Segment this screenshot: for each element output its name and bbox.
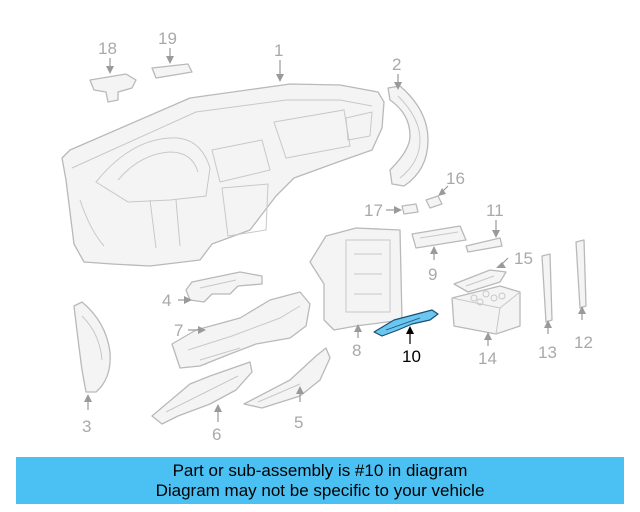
callout-7: 7 [174,321,183,340]
part-14-storage-box [451,285,521,335]
arrowhead-2 [394,82,402,90]
callout-3: 3 [82,417,91,436]
callout-2: 2 [392,55,401,74]
parts-diagram: 1 2 3 4 7 6 5 [61,29,593,444]
arrowhead-9 [430,246,438,254]
part-7-lower-panel [171,291,311,369]
callout-6: 6 [212,425,221,444]
callout-11: 11 [486,201,504,220]
banner-line-2: Diagram may not be specific to your vehi… [155,481,485,500]
callout-12: 12 [574,333,593,352]
callout-18: 18 [98,39,117,58]
arrowhead-10 [406,326,414,334]
part-12-pillar-trim [575,239,587,309]
part-3-end-cover-left [73,301,111,393]
part-13-pillar-trim [541,253,553,323]
callout-9: 9 [428,265,437,284]
callout-13: 13 [538,343,557,362]
arrowhead-17 [394,206,402,214]
part-10-highlighted[interactable] [373,309,439,337]
part-11-strip [465,237,503,253]
part-5-trim [243,347,331,409]
part-8-center-frame [309,227,403,331]
arrowhead-3 [84,394,92,402]
part-9-panel [411,225,467,249]
callout-8: 8 [352,341,361,360]
callout-5: 5 [294,413,303,432]
callout-14: 14 [478,349,497,368]
callout-4: 4 [162,291,171,310]
part-19-pad [151,63,193,79]
callout-1: 1 [274,41,283,60]
part-1-instrument-panel [61,83,385,267]
arrowhead-14 [484,332,492,340]
arrowhead-11 [492,230,500,238]
arrowhead-6 [214,404,222,412]
arrowhead-8 [354,324,362,332]
part-2-end-cover [387,85,429,187]
arrowhead-13 [544,320,552,328]
callout-19: 19 [158,29,177,48]
banner-line-1: Part or sub-assembly is #10 in diagram [172,461,468,480]
arrowhead-15 [496,262,506,268]
callout-17: 17 [364,201,383,220]
callout-10: 10 [402,347,421,366]
arrowhead-5 [296,386,304,394]
part-18-sensor [89,73,137,103]
callout-15: 15 [514,249,533,268]
info-banner: Part or sub-assembly is #10 in diagram D… [16,457,624,504]
part-15-vent [453,269,507,293]
part-17-clip [401,203,419,215]
arrowhead-16 [438,188,446,196]
part-4-bracket [185,271,263,303]
arrowhead-1 [276,74,284,82]
callout-16: 16 [446,169,465,188]
arrowhead-7 [198,326,206,334]
part-16-clip [425,195,443,209]
arrowhead-4 [184,296,192,304]
arrowhead-19 [166,56,174,64]
arrowhead-12 [578,306,586,314]
arrowhead-18 [106,66,114,74]
part-6-glove-box [151,361,253,425]
